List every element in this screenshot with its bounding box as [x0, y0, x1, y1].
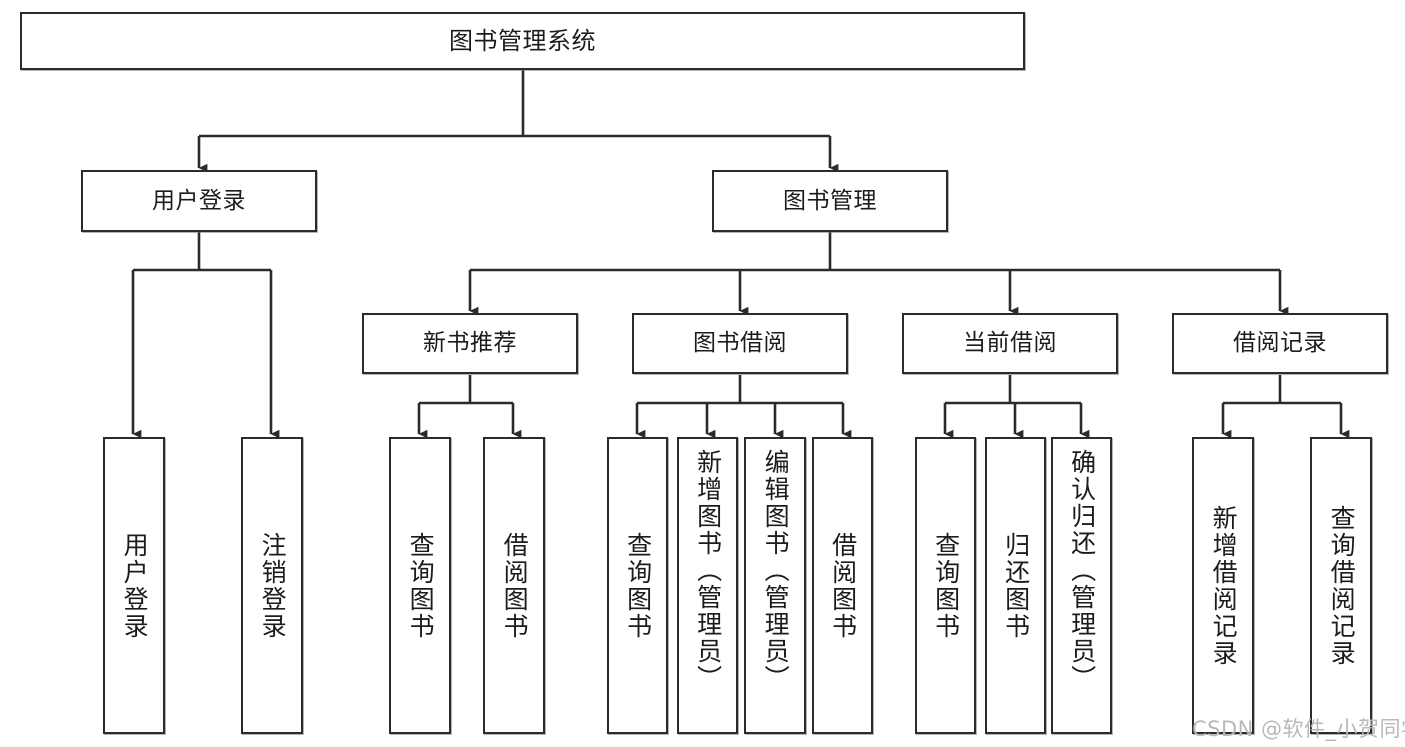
node-leaf-borrow-book-1[interactable]: 借阅图书	[483, 437, 545, 734]
node-borrow-record[interactable]: 借阅记录	[1172, 313, 1388, 374]
node-new-book-recommend[interactable]: 新书推荐	[362, 313, 578, 374]
node-leaf-confirm-return-label: 确认归还（管理员）	[1067, 449, 1097, 692]
node-leaf-add-record-label: 新增借阅记录	[1209, 504, 1239, 667]
node-borrow-record-label: 借阅记录	[1233, 330, 1327, 356]
node-leaf-query-book-3[interactable]: 查询图书	[915, 437, 976, 734]
node-leaf-user-login[interactable]: 用户登录	[103, 437, 165, 734]
node-leaf-user-logout-label: 注销登录	[258, 531, 288, 640]
node-leaf-add-record[interactable]: 新增借阅记录	[1192, 437, 1254, 734]
node-leaf-query-book-1[interactable]: 查询图书	[389, 437, 451, 734]
node-leaf-query-book-1-label: 查询图书	[406, 531, 436, 640]
node-leaf-edit-book-label: 编辑图书（管理员）	[761, 449, 791, 692]
node-book-management[interactable]: 图书管理	[712, 170, 948, 232]
node-leaf-borrow-book-2[interactable]: 借阅图书	[812, 437, 873, 734]
node-leaf-return-book[interactable]: 归还图书	[985, 437, 1046, 734]
node-leaf-borrow-book-2-label: 借阅图书	[828, 531, 858, 640]
node-new-book-recommend-label: 新书推荐	[423, 330, 517, 356]
watermark-text: CSDN @软件_小贺同学	[1192, 717, 1405, 741]
node-user-login-label: 用户登录	[152, 187, 246, 214]
node-leaf-add-book-label: 新增图书（管理员）	[693, 449, 723, 692]
node-leaf-user-login-label: 用户登录	[120, 531, 150, 640]
node-book-borrow[interactable]: 图书借阅	[632, 313, 848, 374]
node-leaf-add-book[interactable]: 新增图书（管理员）	[677, 437, 738, 734]
node-book-borrow-label: 图书借阅	[693, 330, 787, 356]
node-leaf-query-book-3-label: 查询图书	[931, 531, 961, 640]
node-book-management-label: 图书管理	[783, 187, 877, 214]
node-leaf-query-record-label: 查询借阅记录	[1327, 504, 1357, 667]
node-leaf-query-book-2-label: 查询图书	[623, 531, 653, 640]
node-leaf-query-book-2[interactable]: 查询图书	[607, 437, 668, 734]
node-leaf-query-record[interactable]: 查询借阅记录	[1310, 437, 1372, 734]
node-leaf-return-book-label: 归还图书	[1001, 531, 1031, 640]
node-leaf-confirm-return[interactable]: 确认归还（管理员）	[1051, 437, 1112, 734]
node-user-login[interactable]: 用户登录	[81, 170, 317, 232]
node-root-system[interactable]: 图书管理系统	[20, 12, 1025, 70]
node-leaf-edit-book[interactable]: 编辑图书（管理员）	[744, 437, 806, 734]
node-leaf-user-logout[interactable]: 注销登录	[241, 437, 303, 734]
node-current-borrow[interactable]: 当前借阅	[902, 313, 1118, 374]
node-root-system-label: 图书管理系统	[449, 27, 596, 55]
node-leaf-borrow-book-1-label: 借阅图书	[500, 531, 530, 640]
node-current-borrow-label: 当前借阅	[963, 330, 1057, 356]
